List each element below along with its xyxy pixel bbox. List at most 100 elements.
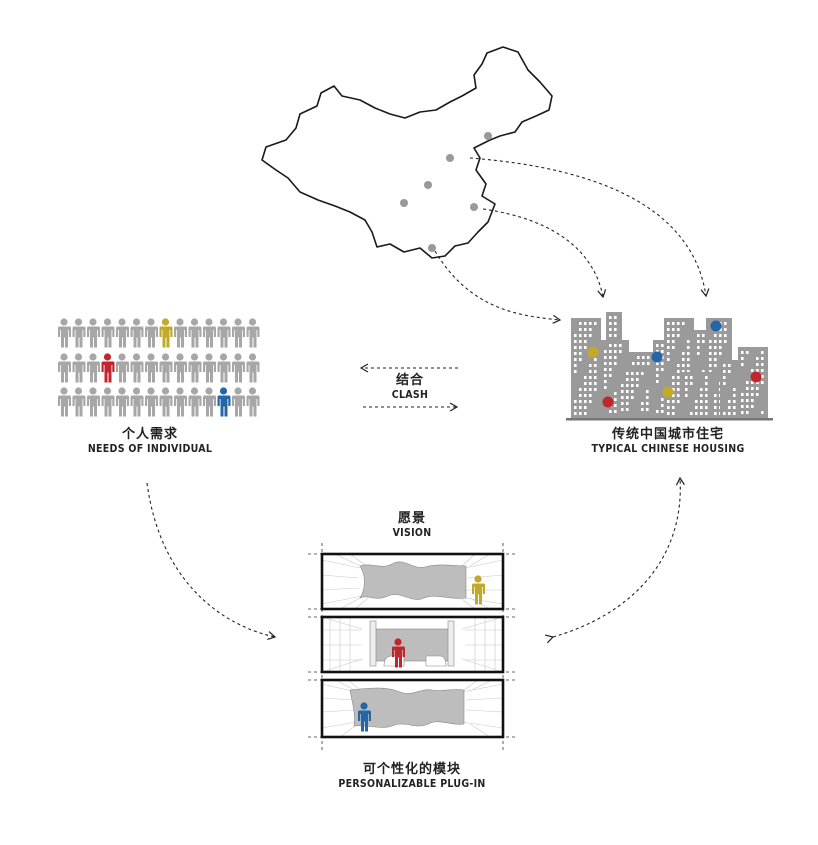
window — [687, 352, 690, 355]
window — [685, 388, 688, 391]
window — [672, 400, 675, 403]
window — [741, 393, 744, 396]
window — [621, 408, 624, 411]
window — [614, 334, 617, 337]
window — [656, 362, 659, 365]
window — [636, 384, 639, 387]
person-highlighted-icon — [217, 387, 231, 417]
window — [667, 412, 670, 415]
resident-dot — [750, 371, 762, 383]
window — [672, 340, 675, 343]
clash-label: 结合 CLASH — [365, 373, 455, 401]
window — [756, 357, 759, 360]
window — [719, 346, 722, 349]
window — [609, 410, 612, 413]
window — [761, 357, 764, 360]
window — [667, 400, 670, 403]
person-icon — [188, 387, 202, 417]
window — [719, 334, 722, 337]
window — [723, 412, 726, 415]
person-icon — [58, 318, 71, 348]
resident-dot — [662, 386, 674, 398]
window — [574, 412, 577, 415]
dashed-arrow — [469, 157, 710, 298]
window — [667, 346, 670, 349]
window — [589, 334, 592, 337]
window — [723, 370, 726, 373]
window — [641, 372, 644, 375]
person-icon — [130, 353, 144, 383]
window — [728, 364, 731, 367]
window — [609, 368, 612, 371]
housing-label-cn: 传统中国城市住宅 — [611, 427, 724, 442]
window — [700, 388, 703, 391]
window — [751, 399, 754, 402]
window — [733, 394, 736, 397]
window — [677, 400, 680, 403]
window — [609, 316, 612, 319]
window — [672, 334, 675, 337]
window — [667, 358, 670, 361]
person-icon — [159, 387, 173, 417]
window — [614, 356, 617, 359]
window — [579, 358, 582, 361]
window — [695, 400, 698, 403]
window — [756, 381, 759, 384]
person-icon — [145, 318, 158, 348]
module-3 — [320, 678, 505, 739]
window — [632, 362, 635, 365]
window — [604, 356, 607, 359]
window — [667, 406, 670, 409]
window — [714, 412, 717, 415]
window — [690, 376, 693, 379]
window — [604, 374, 607, 377]
window — [646, 408, 649, 411]
person-icon — [58, 353, 71, 383]
window — [746, 351, 749, 354]
window — [677, 364, 680, 367]
window — [661, 350, 664, 353]
partition-wall — [447, 620, 455, 667]
window — [584, 340, 587, 343]
window — [584, 328, 587, 331]
window — [709, 340, 712, 343]
person-icon — [203, 387, 216, 417]
window — [637, 356, 640, 359]
window — [584, 334, 587, 337]
window — [751, 369, 754, 372]
window — [723, 382, 726, 385]
window — [609, 374, 612, 377]
window — [621, 384, 624, 387]
window — [584, 406, 587, 409]
window — [695, 412, 698, 415]
window — [682, 364, 685, 367]
window — [741, 405, 744, 408]
window — [579, 412, 582, 415]
window — [705, 406, 708, 409]
person-highlighted-icon — [159, 318, 173, 348]
window — [728, 412, 731, 415]
window — [746, 405, 749, 408]
window — [761, 369, 764, 372]
person-icon — [217, 353, 231, 383]
person-icon — [72, 318, 86, 348]
person-icon — [174, 318, 187, 348]
window — [697, 334, 700, 337]
plug-in-modules — [308, 543, 518, 752]
window — [709, 352, 712, 355]
window — [761, 363, 764, 366]
plugin-label: 可个性化的模块 PERSONALIZABLE PLUG-IN — [302, 762, 522, 790]
window — [719, 352, 722, 355]
window — [574, 352, 577, 355]
window — [594, 364, 597, 367]
window — [584, 412, 587, 415]
window — [709, 370, 712, 373]
window — [656, 368, 659, 371]
window — [672, 382, 675, 385]
dashed-arrow — [482, 208, 607, 299]
window — [584, 400, 587, 403]
dashed-arrow — [146, 482, 277, 640]
window — [682, 370, 685, 373]
window — [574, 340, 577, 343]
window — [741, 363, 744, 366]
